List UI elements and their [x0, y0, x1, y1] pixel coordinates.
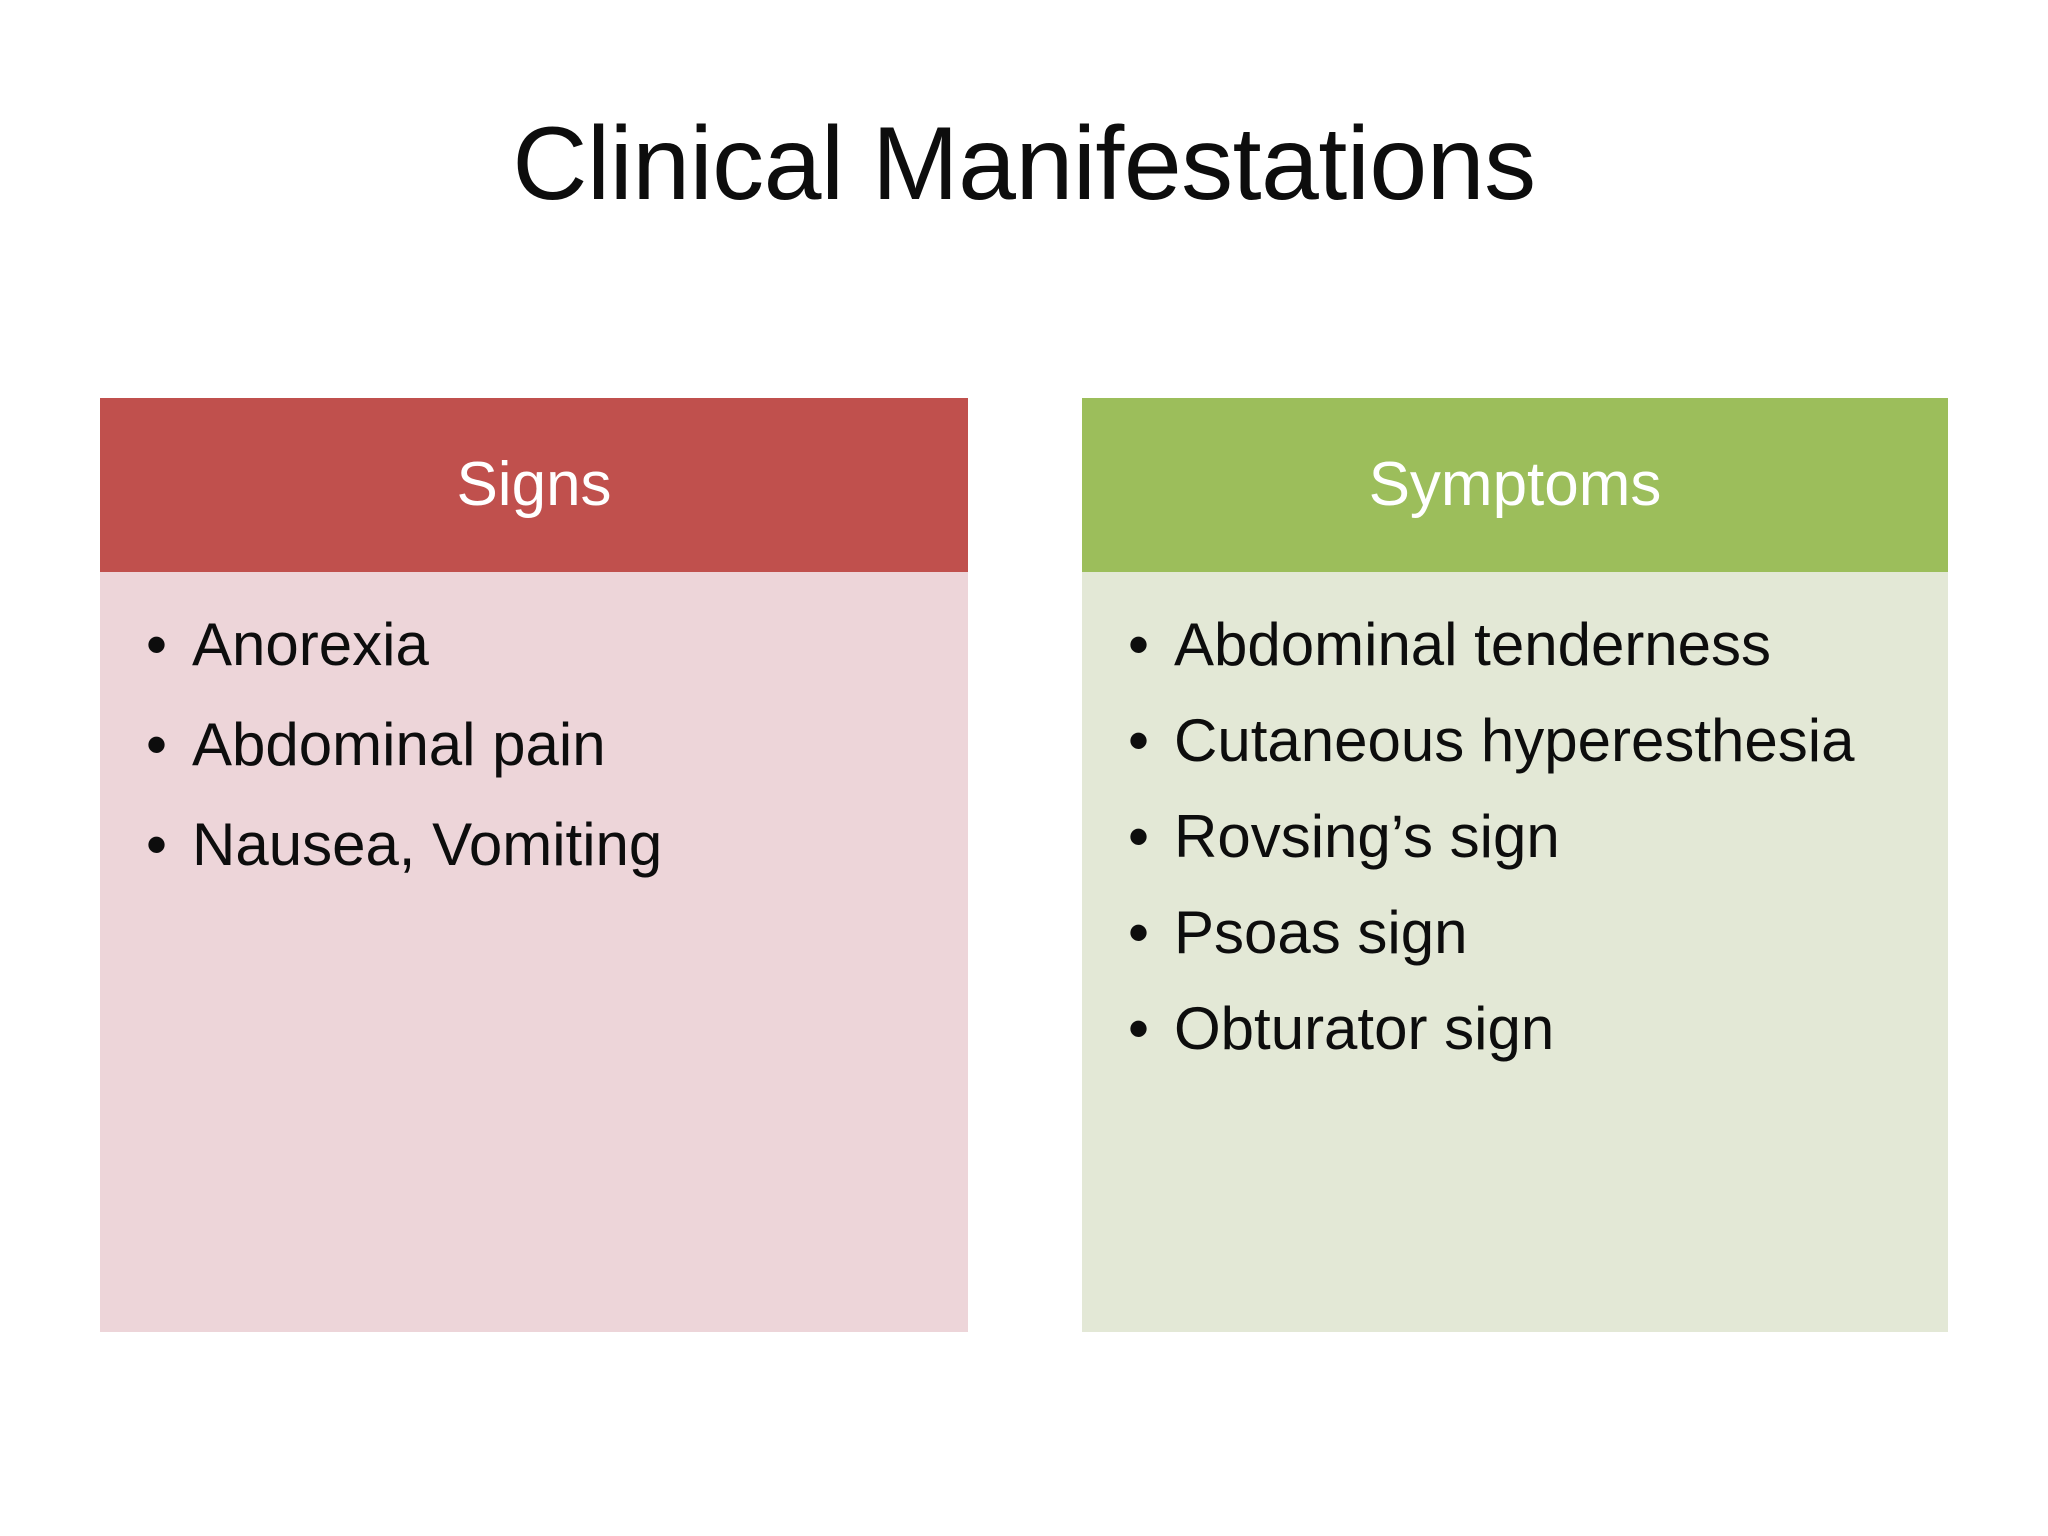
- list-item: Anorexia: [140, 608, 928, 682]
- panel-signs-header: Signs: [100, 398, 968, 572]
- panel-symptoms-header-label: Symptoms: [1368, 450, 1662, 519]
- signs-bullet-list: Anorexia Abdominal pain Nausea, Vomiting: [140, 608, 928, 882]
- list-item: Abdominal tenderness: [1122, 608, 1908, 682]
- list-item: Cutaneous hyperesthesia: [1122, 704, 1908, 778]
- list-item: Nausea, Vomiting: [140, 808, 928, 882]
- panel-symptoms: Symptoms Abdominal tenderness Cutaneous …: [1082, 398, 1948, 1332]
- panel-symptoms-body: Abdominal tenderness Cutaneous hyperesth…: [1082, 572, 1948, 1066]
- symptoms-bullet-list: Abdominal tenderness Cutaneous hyperesth…: [1122, 608, 1908, 1066]
- panel-signs: Signs Anorexia Abdominal pain Nausea, Vo…: [100, 398, 968, 1332]
- list-item: Rovsing’s sign: [1122, 800, 1908, 874]
- page-title: Clinical Manifestations: [512, 106, 1536, 222]
- panel-signs-header-label: Signs: [456, 450, 612, 519]
- list-item: Obturator sign: [1122, 992, 1908, 1066]
- list-item: Abdominal pain: [140, 708, 928, 782]
- panel-symptoms-header: Symptoms: [1082, 398, 1948, 572]
- list-item: Psoas sign: [1122, 896, 1908, 970]
- panel-signs-body: Anorexia Abdominal pain Nausea, Vomiting: [100, 572, 968, 882]
